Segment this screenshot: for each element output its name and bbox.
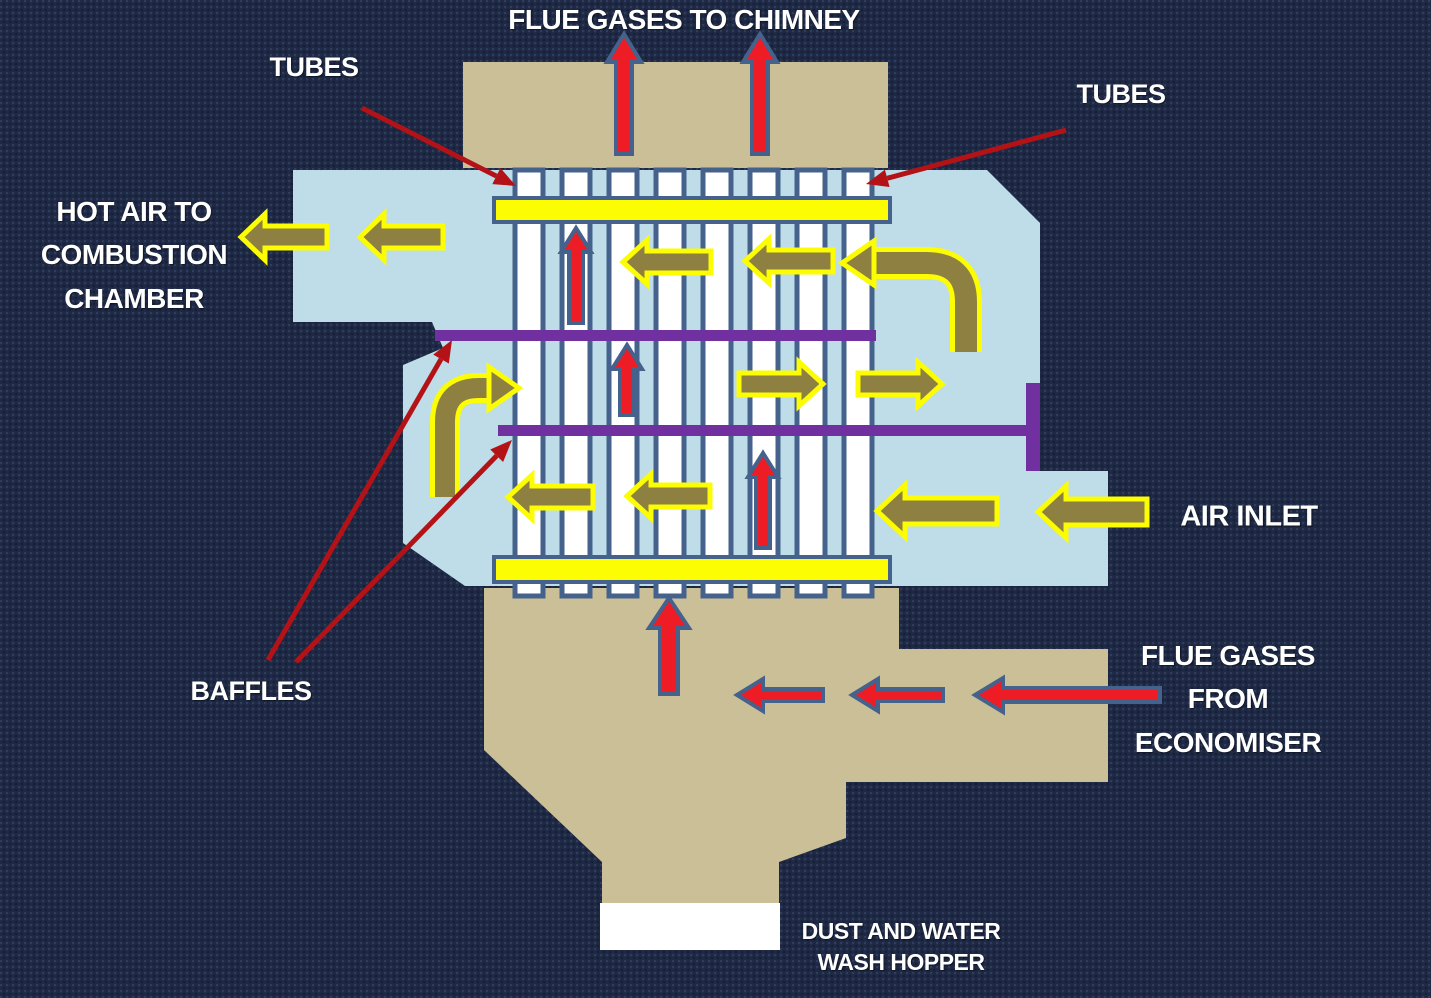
bottom-tube-sheet [492,555,892,584]
label-hot-air-to-combustion-chamber: HOT AIR TO COMBUSTION CHAMBER [40,195,228,314]
arrow-flue-from-hopper-up [645,594,693,696]
arrow-air-turn-right-side-body [874,252,977,352]
pointer-baffle-lower-head [490,440,512,463]
arrow-air-turn-left-side-body [435,378,489,497]
label-air-inlet: AIR INLET [1180,500,1318,533]
hopper-outlet [600,903,780,950]
label-flue-gases-to-chimney: FLUE GASES TO CHIMNEY [508,4,860,36]
tube-5 [700,167,734,599]
arrow-air-pass3-left-1 [619,234,714,290]
hopper-body [484,588,1108,903]
arrow-hot-air-out-1 [237,208,330,266]
baffle-end-flange [1026,383,1040,471]
arrow-flue-econ-3 [971,674,1162,716]
arrow-flue-to-chimney-right [739,30,781,156]
baffle-upper [435,330,876,341]
arrow-air-turn-right-side-head [837,236,877,290]
arrow-air-pass2-right-2 [855,356,946,412]
pointer-tubes-left-head [492,168,516,186]
arrow-air-pass3-left-2 [741,233,836,289]
tube-1 [512,167,546,599]
arrow-hot-air-out-2 [356,208,446,266]
arrow-air-pass2-right-1 [736,356,827,412]
arrow-air-pass1-left-1 [504,469,596,525]
pointer-tubes-left-line [360,105,498,179]
pointer-baffle-lower-line [294,454,499,664]
label-tubes-right: TUBES [1076,78,1166,109]
baffle-lower [498,425,1029,436]
arrow-flue-up-in-tube-1 [557,224,595,325]
pointer-tubes-right-line [886,127,1067,181]
chimney-duct [463,62,888,168]
pointer-tubes-right-head [866,169,890,187]
arrow-air-inlet-2 [873,479,1000,543]
label-dust-and-water-wash-hopper: DUST AND WATER WASH HOPPER [801,917,1001,975]
label-tubes-left: TUBES [269,51,359,82]
tube-4 [653,167,687,599]
label-flue-gases-from-economiser: FLUE GASES FROM ECONOMISER [1134,639,1322,758]
arrow-flue-econ-2 [848,675,945,715]
arrow-flue-up-in-tube-2 [608,341,646,417]
arrow-air-turn-left-side-head [486,362,524,414]
arrow-air-pass1-left-2 [623,468,713,524]
arrow-flue-econ-1 [733,675,825,715]
arrow-flue-up-in-tube-3 [744,449,782,550]
pointer-baffle-upper-line [265,357,444,662]
pointer-baffle-upper-head [433,340,452,364]
arrow-flue-to-chimney-left [603,30,645,156]
label-baffles: BAFFLES [190,675,313,706]
arrow-air-inlet-1 [1034,480,1150,544]
top-tube-sheet [492,196,892,224]
